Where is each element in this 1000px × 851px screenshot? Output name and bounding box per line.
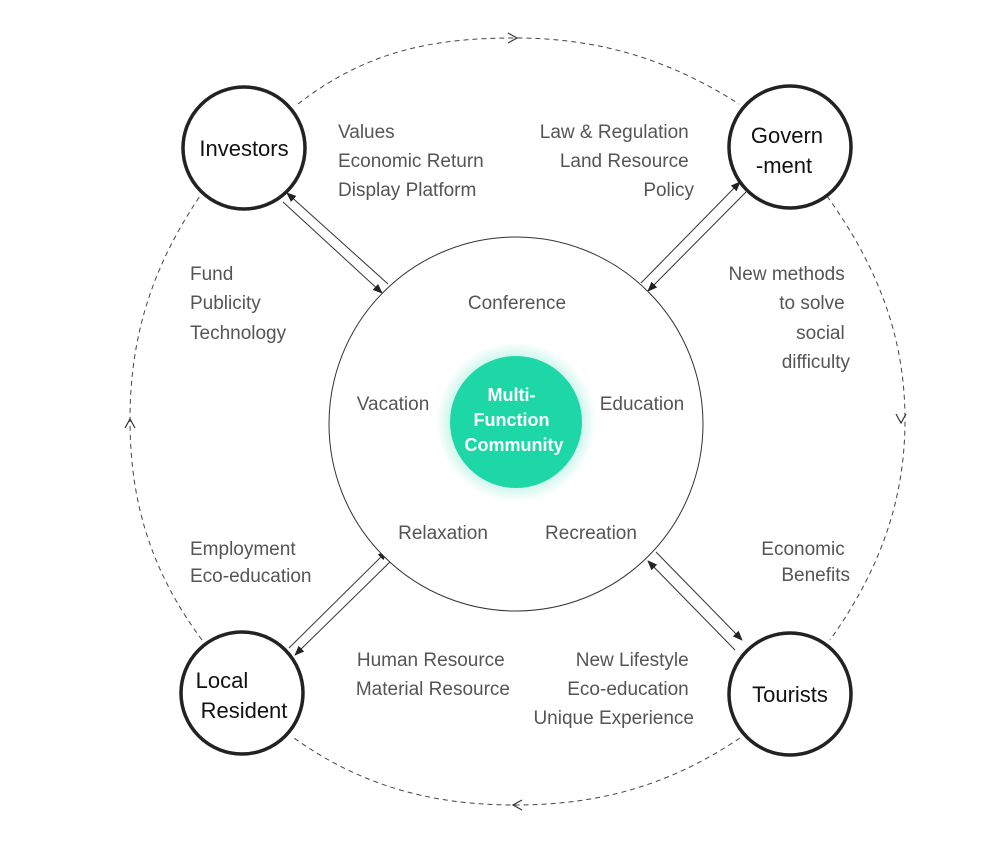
cycle-arrow-left (124, 417, 136, 429)
node-government: Govern -ment (727, 84, 853, 210)
label-tourists-to-government: Economic Benefits (761, 539, 850, 586)
function-education: Education (600, 394, 685, 415)
label-resident-contribution: Human Resource Material Resource (356, 650, 510, 700)
cycle-arrow-right (895, 413, 907, 425)
label-government-benefit: New methods to solve social difficulty (729, 264, 851, 373)
label-tourist-gain: New Lifestyle Eco-education Unique Exper… (533, 650, 694, 729)
cycle-arc-top (297, 37, 740, 105)
core-label: Multi- Function Community (465, 385, 564, 455)
arrow-resident-in (294, 558, 394, 656)
arrow-government-in (647, 191, 747, 292)
function-conference: Conference (468, 293, 566, 314)
arrow-government-out (640, 181, 741, 284)
arrow-tourists-in (647, 560, 736, 651)
investors-label: Investors (199, 136, 288, 161)
label-investors-contribution: Fund Publicity Technology (190, 264, 287, 344)
arrow-investors-out (286, 192, 389, 285)
local-resident-label: Local Resident (196, 668, 288, 723)
connectors (282, 181, 747, 656)
arrow-investors-in (282, 201, 383, 294)
arrow-resident-out (288, 550, 388, 649)
function-vacation: Vacation (357, 394, 430, 415)
core-line-3: Community (465, 435, 564, 455)
cycle-arrow-top (507, 32, 519, 44)
label-government-to-community: Law & Regulation Land Resource Policy (540, 122, 695, 201)
core-line-1: Multi- (488, 385, 536, 405)
label-resident-benefit: Employment Eco-education (190, 539, 311, 587)
function-recreation: Recreation (545, 523, 637, 544)
cycle-arc-right (826, 195, 906, 641)
tourists-label: Tourists (752, 682, 828, 707)
government-label: Govern -ment (751, 123, 829, 178)
function-relaxation: Relaxation (398, 523, 488, 544)
outer-cycle (124, 32, 907, 811)
node-tourists: Tourists (727, 631, 853, 757)
label-investors-to-community: Values Economic Return Display Platform (338, 122, 489, 201)
core-line-2: Function (474, 410, 550, 430)
node-local-resident: Local Resident (179, 630, 305, 756)
node-investors: Investors (181, 85, 307, 211)
arrow-tourists-out (655, 551, 743, 641)
cycle-arc-bottom (293, 737, 741, 806)
core-circle (450, 356, 582, 488)
cycle-arrow-bottom (511, 799, 523, 811)
